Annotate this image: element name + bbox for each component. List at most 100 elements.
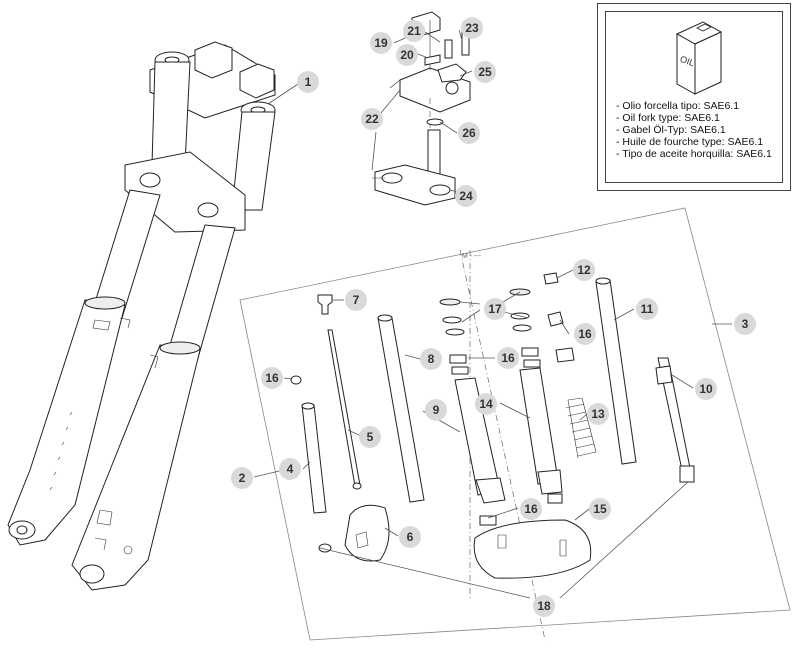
callout-circle (359, 426, 381, 448)
callout-8: 8 (420, 348, 442, 370)
callout-circle (533, 595, 555, 617)
callout-circle (403, 20, 425, 42)
callout-number: 7 (353, 293, 360, 307)
callout-circle (734, 313, 756, 335)
callout-21: 21 (403, 20, 425, 42)
callout-circle (345, 289, 367, 311)
callout-circle (399, 526, 421, 548)
oil-can-icon (675, 21, 723, 95)
callout-number: 18 (537, 599, 551, 613)
callout-16: 16 (520, 498, 542, 520)
callout-22: 22 (361, 108, 383, 130)
svg-text:M - ---: M - --- (462, 253, 482, 260)
oil-spec-list: - Olio forcella tipo: SAE6.1 - Oil fork … (616, 100, 772, 160)
callout-circle (231, 467, 253, 489)
callout-number: 26 (462, 126, 476, 140)
callout-19: 19 (370, 32, 392, 54)
callout-circle (425, 399, 447, 421)
callout-number: 20 (400, 48, 414, 62)
oil-spec-line-fr: - Huile de fourche type: SAE6.1 (616, 136, 764, 148)
oil-spec-box: OIL - Olio forcella tipo: SAE6.1 - Oil f… (597, 3, 791, 191)
callout-number: 23 (465, 21, 479, 35)
steering-assembly (372, 11, 471, 206)
callout-number: 15 (593, 502, 607, 516)
callout-1: 1 (297, 71, 319, 93)
callout-number: 17 (488, 302, 502, 316)
callout-circle (461, 17, 483, 39)
callout-circle (695, 378, 717, 400)
callout-circle (361, 108, 383, 130)
callout-circle (475, 393, 497, 415)
callout-circle (520, 498, 542, 520)
callout-circle (474, 61, 496, 83)
callout-7: 7 (345, 289, 367, 311)
callout-circle (396, 44, 418, 66)
callout-circle (458, 122, 480, 144)
callout-circle (589, 498, 611, 520)
callout-6: 6 (399, 526, 421, 548)
callout-number: 4 (287, 462, 294, 476)
callout-20: 20 (396, 44, 418, 66)
oil-spec-line-it: - Olio forcella tipo: SAE6.1 (616, 100, 740, 112)
callout-circle (420, 348, 442, 370)
callouts: 1234567891011121314151616161617181920212… (231, 17, 756, 617)
callout-2: 2 (231, 467, 253, 489)
callout-number: 12 (577, 263, 591, 277)
callout-circle (261, 367, 283, 389)
oil-spec-line-en: - Oil fork type: SAE6.1 (616, 112, 720, 124)
callout-5: 5 (359, 426, 381, 448)
callout-number: 13 (591, 407, 605, 421)
oil-spec-inner-frame (605, 11, 783, 183)
callout-circle (587, 403, 609, 425)
callout-16: 16 (574, 323, 596, 345)
assembled-fork (7, 41, 276, 591)
callout-16: 16 (497, 347, 519, 369)
callout-26: 26 (458, 122, 480, 144)
callout-10: 10 (695, 378, 717, 400)
callout-circle (636, 298, 658, 320)
callout-14: 14 (475, 393, 497, 415)
callout-16: 16 (261, 367, 283, 389)
callout-number: 16 (578, 327, 592, 341)
callout-number: 3 (742, 317, 749, 331)
callout-circle (279, 458, 301, 480)
callout-number: 25 (478, 65, 492, 79)
callout-number: 24 (459, 189, 473, 203)
callout-number: 8 (428, 352, 435, 366)
callout-number: 2 (239, 471, 246, 485)
callout-number: 19 (374, 36, 388, 50)
callout-number: 1 (305, 75, 312, 89)
callout-number: 16 (265, 371, 279, 385)
callout-number: 6 (407, 530, 414, 544)
callout-9: 9 (425, 399, 447, 421)
callout-number: 9 (433, 403, 440, 417)
callout-circle (455, 185, 477, 207)
callout-circle (574, 323, 596, 345)
callout-number: 11 (641, 302, 654, 316)
callout-circle (484, 298, 506, 320)
callout-24: 24 (455, 185, 477, 207)
callout-number: 16 (501, 351, 515, 365)
callout-17: 17 (484, 298, 506, 320)
oil-spec-line-es: - Tipo de aceite horquilla: SAE6.1 (616, 148, 772, 160)
callout-number: 21 (407, 24, 421, 38)
callout-circle (497, 347, 519, 369)
callout-11: 11 (636, 298, 658, 320)
callout-number: 5 (367, 430, 374, 444)
callout-13: 13 (587, 403, 609, 425)
callout-number: 14 (479, 397, 493, 411)
callout-23: 23 (461, 17, 483, 39)
callout-15: 15 (589, 498, 611, 520)
callout-number: 22 (365, 112, 379, 126)
callout-circle (573, 259, 595, 281)
callout-4: 4 (279, 458, 301, 480)
callout-25: 25 (474, 61, 496, 83)
callout-number: 16 (524, 502, 538, 516)
oil-spec-line-de: - Gabel Öl-Typ: SAE6.1 (616, 124, 726, 136)
callout-18: 18 (533, 595, 555, 617)
callout-number: 10 (699, 382, 713, 396)
callout-circle (370, 32, 392, 54)
callout-circle (297, 71, 319, 93)
callout-3: 3 (734, 313, 756, 335)
